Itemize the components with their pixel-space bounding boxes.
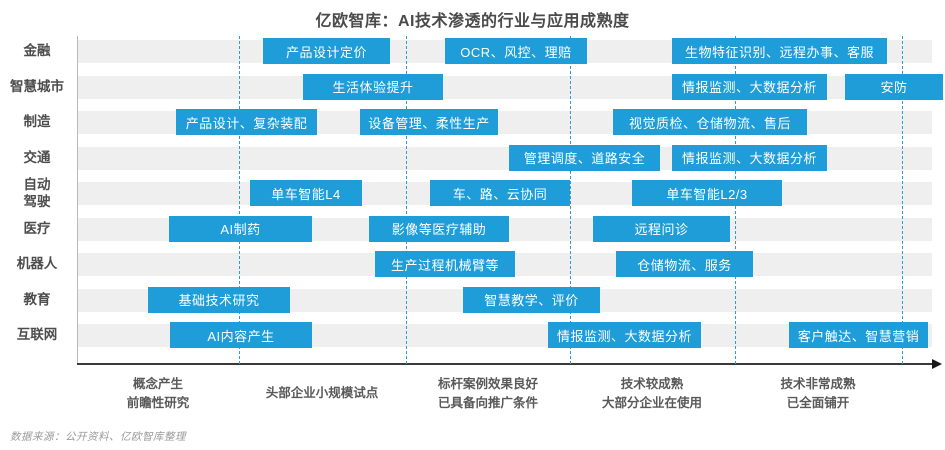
y-axis-line [77, 36, 78, 364]
chart-title: 亿欧智库：AI技术渗透的行业与应用成熟度 [315, 13, 630, 30]
stage-boundary-dashline [902, 36, 903, 364]
stage-boundary-dashline [406, 36, 407, 364]
maturity-item-box: 产品设计定价 [263, 38, 390, 64]
industry-row-label: 智慧城市 [10, 78, 64, 94]
data-source-note: 数据来源：公开资料、亿欧智库整理 [10, 431, 186, 443]
industry-row-label: 金融 [23, 43, 51, 59]
industry-row-label: 交通 [23, 149, 51, 165]
maturity-item-box: 客户触达、智慧营销 [789, 322, 928, 348]
maturity-item-box: AI内容产生 [170, 322, 312, 348]
maturity-item-box: 视觉质检、仓储物流、售后 [613, 109, 807, 135]
maturity-stage-label: 标杆案例效果良好 已具备向推广条件 [437, 376, 538, 410]
stage-boundary-dashline [239, 36, 240, 364]
maturity-item-box: 安防 [845, 73, 943, 100]
industry-row-label: 医疗 [23, 220, 51, 236]
maturity-item-box: 单车智能L2/3 [632, 180, 782, 206]
maturity-stage-label: 技术较成熟 大部分企业在使用 [601, 376, 702, 410]
maturity-item-box: 仓储物流、服务 [616, 251, 753, 277]
maturity-item-box: 影像等医疗辅助 [369, 215, 509, 242]
x-axis-arrow-icon [932, 359, 942, 369]
maturity-item-box: 单车智能L4 [250, 180, 362, 206]
maturity-item-box: 生产过程机械臂等 [375, 251, 515, 277]
maturity-item-box: 生活体验提升 [303, 73, 443, 100]
maturity-stage-label: 概念产生 前瞻性研究 [126, 376, 190, 410]
maturity-item-box: OCR、风控、理赔 [445, 38, 587, 64]
maturity-item-box: 管理调度、道路安全 [509, 144, 660, 171]
maturity-item-box: 设备管理、柔性生产 [360, 109, 498, 135]
industry-row-label: 制造 [23, 114, 51, 130]
maturity-item-box: 远程问诊 [593, 215, 730, 242]
industry-row-label: 互联网 [16, 327, 58, 343]
maturity-item-box: AI制药 [169, 215, 312, 242]
maturity-item-box: 情报监测、大数据分析 [672, 144, 827, 171]
industry-row-label: 教育 [23, 291, 51, 307]
x-axis-line [77, 363, 933, 365]
maturity-item-box: 情报监测、大数据分析 [548, 322, 701, 348]
maturity-item-box: 智慧教学、评价 [463, 286, 600, 313]
maturity-item-box: 车、路、云协同 [430, 180, 570, 206]
industry-row-label: 机器人 [16, 256, 58, 272]
industry-row-label: 自动 驾驶 [23, 177, 51, 209]
maturity-item-box: 生物特征识别、远程办事、客服 [672, 38, 887, 64]
maturity-item-box: 产品设计、复杂装配 [176, 109, 317, 135]
maturity-item-box: 情报监测、大数据分析 [672, 73, 827, 100]
maturity-stage-label: 头部企业小规模试点 [265, 386, 379, 401]
maturity-stage-label: 技术非常成熟 已全面铺开 [780, 376, 856, 410]
maturity-item-box: 基础技术研究 [148, 286, 290, 313]
stage-boundary-dashline [570, 36, 571, 364]
